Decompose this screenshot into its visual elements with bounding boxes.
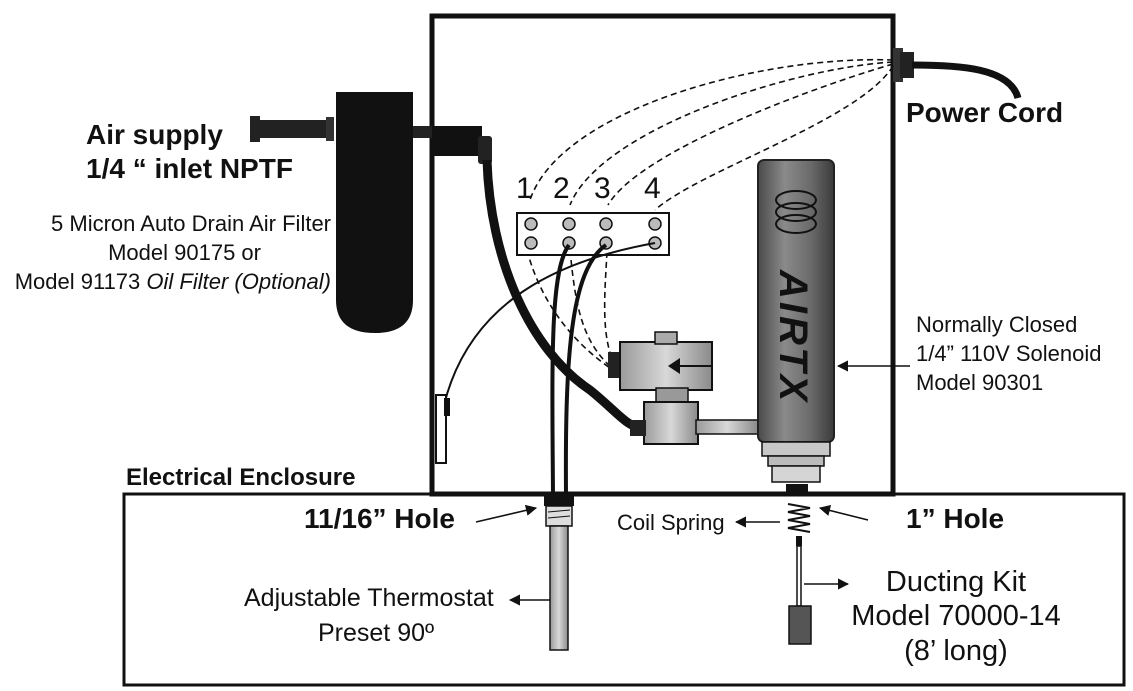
side-switch [435, 394, 447, 464]
power-cord-icon [893, 48, 1022, 100]
air-supply-label: Air supply [86, 119, 223, 150]
terminal-3-label: 3 [594, 172, 611, 205]
thermostat-probe-icon [544, 496, 574, 651]
small-hole-label: 11/16” Hole [304, 503, 455, 534]
solenoid-label-line3: Model 90301 [916, 370, 1044, 395]
airtx-cooler-icon [757, 159, 835, 496]
terminal-4-label: 4 [644, 172, 661, 205]
enclosure-label: Electrical Enclosure [126, 464, 356, 491]
thermostat-label-line1: Adjustable Thermostat [244, 584, 494, 612]
oil-filter-text: Oil Filter (Optional) [146, 269, 331, 294]
large-hole-label: 1” Hole [906, 503, 1005, 534]
ducting-label-line1: Ducting Kit [885, 566, 1027, 598]
coil-spring-label: Coil Spring [617, 510, 725, 535]
ducting-kit-icon [787, 503, 812, 645]
terminal-1-label: 1 [516, 172, 533, 205]
thermostat-label-line2: Preset 90º [318, 619, 435, 647]
solenoid-valve-icon [608, 331, 759, 445]
filter-label-line2: Model 90175 or [108, 240, 261, 265]
power-wires [526, 58, 894, 369]
solenoid-label-line1: Normally Closed [916, 312, 1078, 337]
terminal-block [516, 212, 670, 256]
air-filter-icon [250, 92, 492, 333]
power-cord-label: Power Cord [906, 97, 1064, 128]
terminal-2-label: 2 [553, 172, 570, 205]
ducting-label-line3: (8’ long) [904, 635, 1008, 667]
filter-label-line1: 5 Micron Auto Drain Air Filter [51, 211, 331, 236]
pointer-arrows [475, 360, 910, 606]
ducting-label-line2: Model 70000-14 [851, 600, 1061, 632]
switch-wire [443, 242, 656, 406]
filter-model-text: Model 91173 [14, 269, 147, 294]
inlet-label: 1/4 “ inlet NPTF [86, 153, 293, 184]
airtx-logo: AIRTX [771, 269, 815, 404]
air-hose [482, 159, 642, 433]
filter-label-line3: Model 91173 Oil Filter (Optional) [14, 269, 331, 294]
solenoid-label-line2: 1/4” 110V Solenoid [916, 341, 1102, 366]
